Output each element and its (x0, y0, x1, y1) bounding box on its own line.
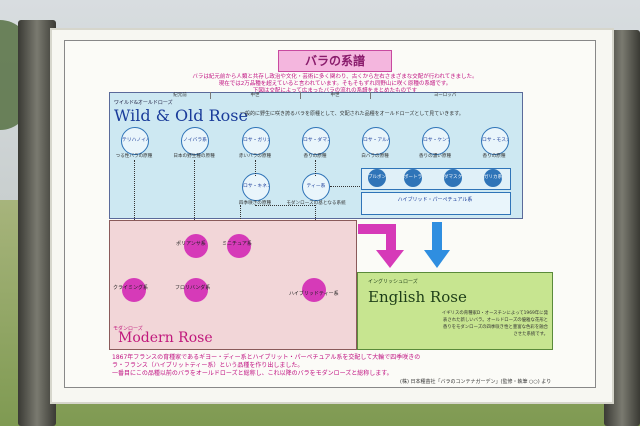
rose-node: テリハノイバラ (121, 127, 149, 155)
era-label: ヨーロッパ (370, 92, 520, 99)
era-label: 紀元前 (150, 92, 211, 99)
rose-node: ノイバラ系 (181, 127, 209, 155)
modern-title: Modern Rose (118, 330, 213, 346)
era-label: 中世 (300, 92, 371, 99)
english-title: English Rose (368, 288, 467, 306)
rose-node: ロサ・ダマスケナ (302, 127, 330, 155)
modern-node-label: ミニチュア系 (222, 240, 252, 247)
rose-node: ロサ・ガリカ (242, 127, 270, 155)
credit-text: (株) 日本種苗社「バラのコンテナガーデン」(監修・執筆 ○○) より (400, 378, 551, 385)
era-label: 中世 (210, 92, 301, 99)
rose-node: ロサ・キネンシス (242, 173, 270, 201)
english-description: イギリスの育種家D・オースチンによって1969年に発表された新しいバラ。オールド… (440, 310, 548, 338)
hybrid-node: ダマスク系 (444, 169, 462, 187)
connector-line (315, 160, 316, 176)
rose-node-caption: 香りの原種 (467, 153, 521, 159)
rose-node: ロサ・アルバ (362, 127, 390, 155)
rose-node-caption: 赤いバラの原種 (228, 153, 282, 159)
wild-small-label: ワイルド&オールドローズ (114, 99, 173, 106)
pink-arrow-icon (358, 224, 404, 268)
rose-node-caption: 白バラの原種 (348, 153, 402, 159)
hybrid-node: ブルボン (368, 169, 386, 187)
blue-arrow-icon (424, 222, 450, 268)
modern-node-label: クライミング系 (113, 284, 148, 291)
hybrid-node: ポートランド (404, 169, 422, 187)
sign-title: バラの系譜 (278, 50, 392, 72)
wild-subtitle: 一般的に野生に咲き誇るバラを原種として、交配された品種をオールドローズとして見て… (240, 110, 510, 117)
connector-line (330, 186, 360, 187)
arrows-graphic (356, 220, 456, 272)
wild-title: Wild & Old Rose (114, 106, 248, 125)
rose-node-caption: 香りの原種 (288, 153, 342, 159)
rose-node-caption: 香りの濃い原種 (408, 153, 462, 159)
modern-node-label: ポリアンサ系 (176, 240, 206, 247)
connector-line (255, 160, 256, 176)
connector-line (255, 205, 315, 206)
rose-node: ティー系 (302, 173, 330, 201)
hybrid-perpetual-label: ハイブリッド・パーペチュアル系 (363, 196, 507, 203)
rose-node-caption: つる性バラの原種 (108, 153, 160, 159)
rose-node: ロサ・ケンティフォリア (422, 127, 450, 155)
hybrid-node: ガリカ系 (484, 169, 502, 187)
modern-node-label: フロリバンダ系 (175, 284, 210, 291)
rose-node: ロサ・モスカータ (481, 127, 509, 155)
footer-line-3: 一番目にこの品種以前のバラをオールドローズと総称し、これ以降のバラをモダンローズ… (112, 368, 552, 377)
rose-node-caption: 日本の野生種の原種 (162, 153, 226, 159)
modern-node-label: ハイブリッドティー系 (289, 290, 339, 297)
english-small-label: イングリッシュローズ (368, 278, 418, 285)
